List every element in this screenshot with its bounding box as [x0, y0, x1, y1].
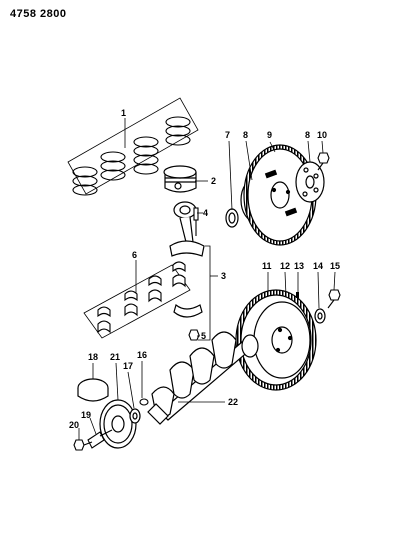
main-bearing-set [83, 264, 191, 339]
rod-nut [188, 329, 200, 341]
callout-22: 22 [228, 397, 238, 407]
piston-ring-set [67, 97, 199, 196]
callout-20: 20 [69, 420, 79, 430]
callout-8a: 8 [243, 130, 248, 140]
flywheel [235, 289, 317, 391]
callout-13: 13 [294, 261, 304, 271]
crank-washer [129, 408, 141, 424]
crank-bolt [73, 439, 93, 451]
callout-labels: 1 2 3 4 5 6 7 8 9 8 10 11 12 13 14 15 16… [69, 108, 340, 430]
callout-11: 11 [262, 261, 272, 271]
callout-17: 17 [123, 361, 133, 371]
callout-16: 16 [137, 350, 147, 360]
connecting-rod [169, 201, 205, 318]
diagram-code: 4758 2800 [10, 8, 67, 20]
flywheel-dowel [296, 292, 299, 298]
drive-plate-bolt [317, 152, 330, 171]
callout-18: 18 [88, 352, 98, 362]
callout-6: 6 [132, 250, 137, 260]
woodruff-key [139, 398, 149, 406]
crank-pulley-bolt [87, 429, 113, 449]
crankshaft [147, 331, 259, 425]
crank-sprocket [77, 378, 109, 402]
callout-1: 1 [121, 108, 126, 118]
callout-5: 5 [201, 331, 206, 341]
callout-15: 15 [330, 261, 340, 271]
piston [163, 165, 197, 193]
callout-9: 9 [267, 130, 272, 140]
rod-bolt [193, 207, 199, 236]
drive-plate [243, 144, 317, 246]
leader-lines [78, 118, 336, 440]
callout-2: 2 [211, 176, 216, 186]
callout-10: 10 [317, 130, 327, 140]
callout-4: 4 [203, 208, 208, 218]
callout-21: 21 [110, 352, 120, 362]
callout-12: 12 [280, 261, 290, 271]
flywheel-washer [314, 308, 326, 324]
drive-plate-spacer [225, 208, 239, 228]
callout-7: 7 [225, 130, 230, 140]
callout-14: 14 [313, 261, 323, 271]
bearing-shells [97, 261, 186, 334]
flywheel-bolt [327, 289, 341, 309]
crank-pulley [99, 399, 137, 449]
callout-8b: 8 [305, 130, 310, 140]
callout-3: 3 [221, 271, 226, 281]
callout-19: 19 [81, 410, 91, 420]
